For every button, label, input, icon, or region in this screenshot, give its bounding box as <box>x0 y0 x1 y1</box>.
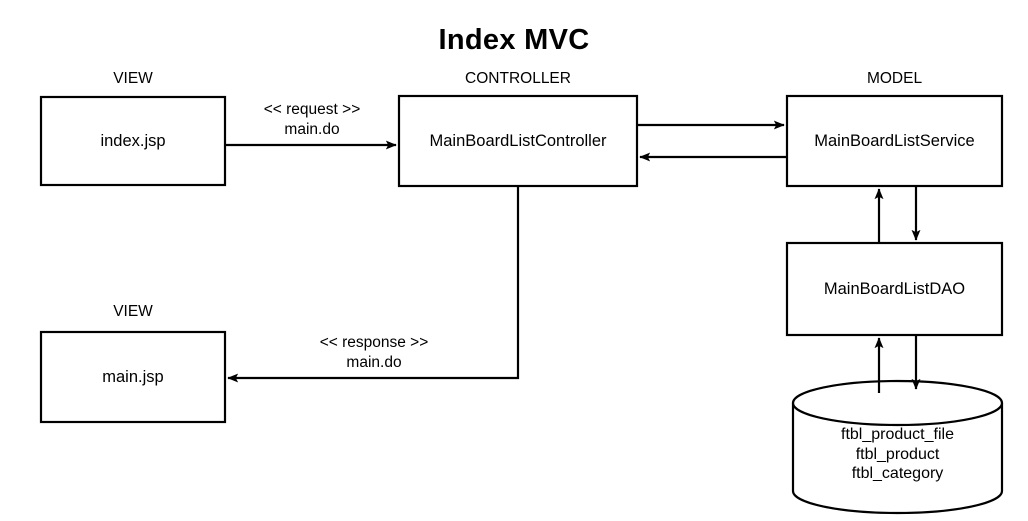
node-label-service: MainBoardListService <box>814 132 975 150</box>
database-table-name: ftbl_product <box>855 445 940 463</box>
database-table-name: ftbl_product_file <box>841 426 954 443</box>
edge-label-request-stereotype: << request >> <box>263 101 361 118</box>
node-box-main-jsp <box>39 330 227 424</box>
node-box-service <box>785 94 1004 188</box>
page-title: Index MVC <box>438 24 590 56</box>
database-cylinder <box>791 379 1004 515</box>
database-table-name: ftbl_category <box>851 465 944 483</box>
node-label-dao: MainBoardListDAO <box>823 280 966 298</box>
node-label-index-jsp: index.jsp <box>100 132 166 150</box>
node-label-controller: MainBoardListController <box>429 132 607 150</box>
database-table-list: ftbl_product_file ftbl_product ftbl_cate… <box>793 425 1002 484</box>
group-label-view-top: VIEW <box>113 70 153 87</box>
node-box-index-jsp <box>39 95 227 187</box>
group-label-controller: CONTROLLER <box>465 70 571 87</box>
node-box-controller <box>397 94 639 188</box>
node-box-dao <box>785 241 1004 337</box>
edge-label-response-stereotype: << response >> <box>319 334 429 351</box>
edge-response-arrow <box>227 186 520 383</box>
node-label-main-jsp: main.jsp <box>102 368 164 386</box>
group-label-view-bottom: VIEW <box>113 303 153 320</box>
group-label-model: MODEL <box>866 70 923 87</box>
edge-label-request-path: main.do <box>284 121 340 138</box>
edge-label-response-path: main.do <box>346 354 402 371</box>
